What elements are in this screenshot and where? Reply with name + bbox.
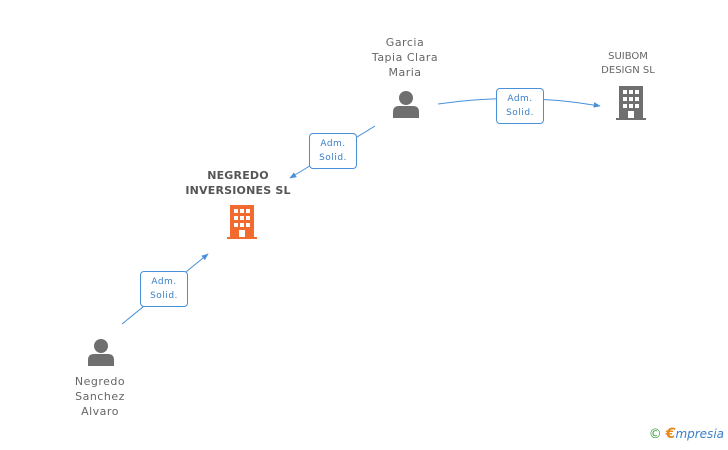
brand-logo-initial: € (665, 426, 676, 442)
person-label-negredo-sanchez: Negredo Sanchez Alvaro (74, 375, 126, 418)
copyright-icon: © (648, 427, 662, 442)
building-icon[interactable] (614, 85, 648, 121)
building-icon[interactable] (225, 204, 259, 240)
company-label-suibom: SUIBOM DESIGN SL (601, 51, 655, 76)
person-icon[interactable] (391, 90, 421, 120)
person-label-garcia: Garcia Tapia Clara Maria (371, 36, 439, 79)
person-icon[interactable] (86, 338, 116, 368)
brand-name: mpresia (675, 427, 724, 441)
relation-badge-garcia-suibom[interactable]: Adm. Solid. (496, 88, 544, 124)
relation-badge-negredo-sanchez-negredo-inv[interactable]: Adm. Solid. (140, 271, 188, 307)
company-label-negredo-inversiones: NEGREDO INVERSIONES SL (185, 169, 291, 197)
brand-footer: ©€mpresia (649, 426, 724, 442)
relation-badge-garcia-negredo-inv[interactable]: Adm. Solid. (309, 133, 357, 169)
